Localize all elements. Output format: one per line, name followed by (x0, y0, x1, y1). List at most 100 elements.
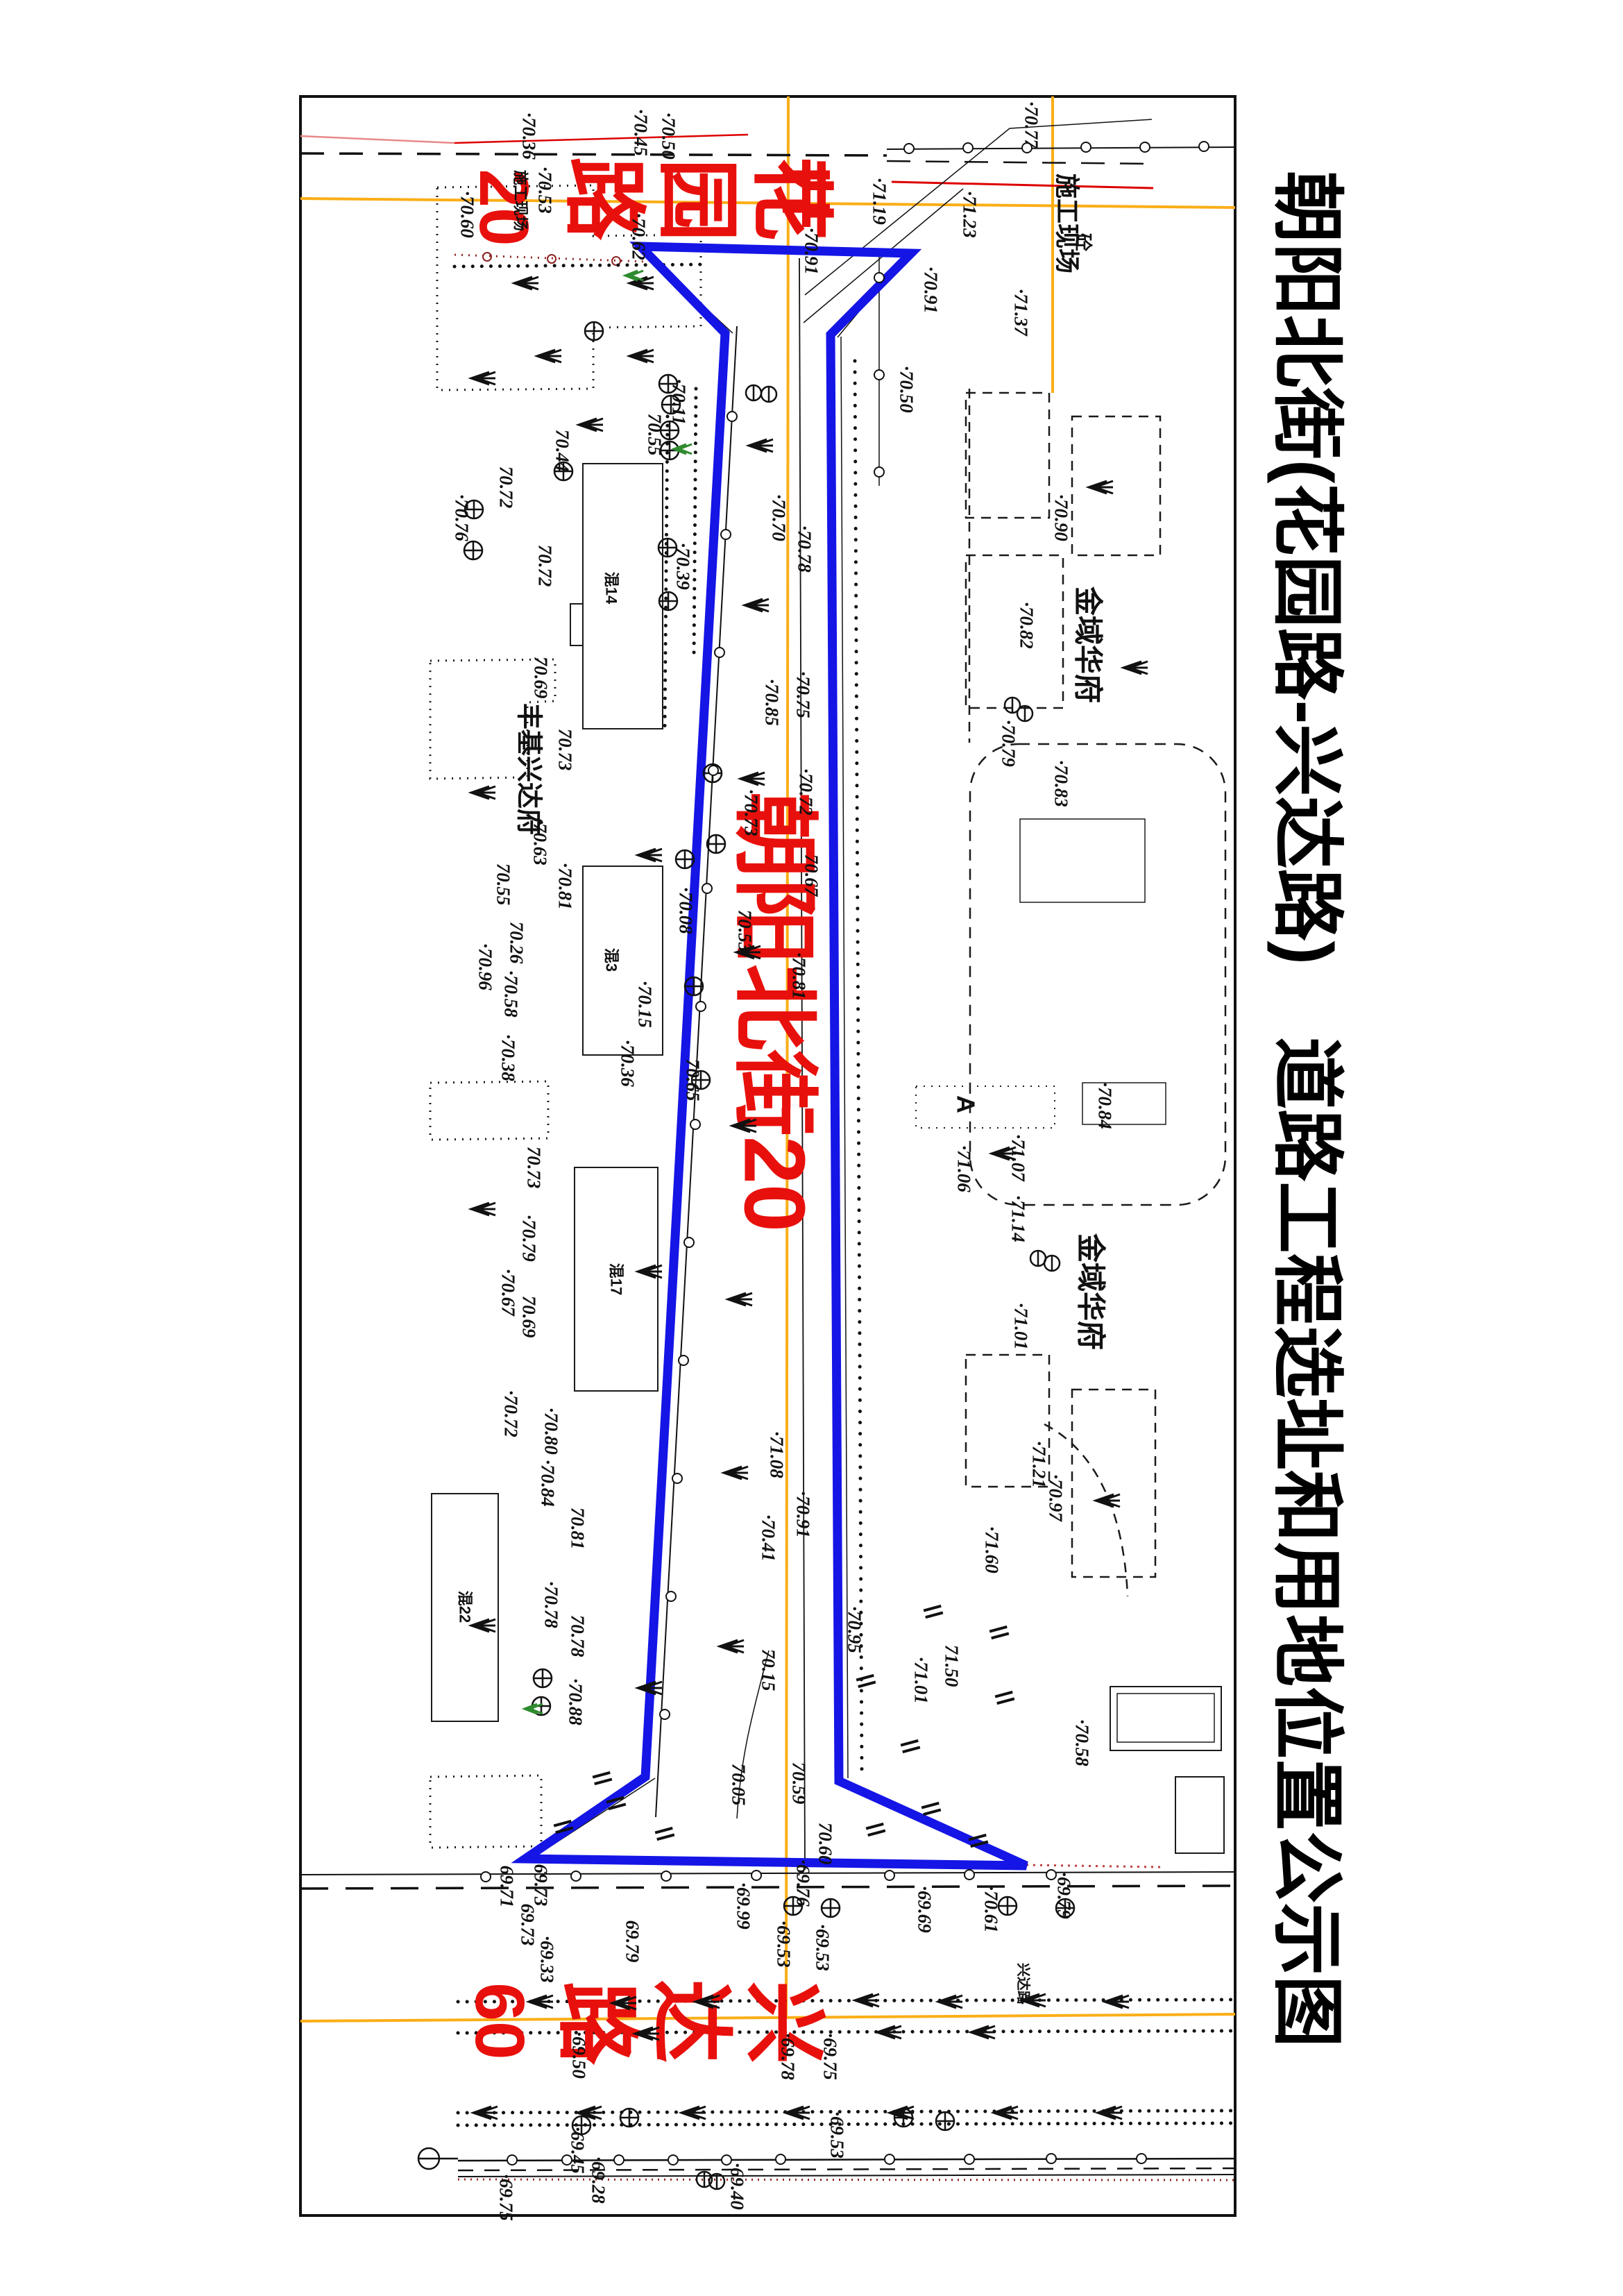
elevation-label: ·70.50 (658, 112, 679, 160)
manhole-icon (690, 1070, 711, 1090)
elevation-label: ·69.53 (827, 2111, 848, 2159)
tree-icon (513, 276, 540, 291)
elevation-label: ·70.70 (769, 494, 790, 541)
manhole-icon (658, 591, 679, 611)
elevation-label: ·70.41 (758, 1514, 779, 1562)
tree-icon (743, 598, 770, 613)
elevation-label: ·70.95 (844, 1606, 865, 1653)
street-lamp-icon (702, 883, 713, 894)
elevation-label: ·70.90 (1051, 494, 1072, 541)
tree-icon (1087, 480, 1114, 495)
elevation-label: ·70.36 (519, 112, 540, 160)
elevation-label: ·71.14 (1008, 1195, 1029, 1242)
elevation-label: ·70.53 (535, 167, 556, 214)
elevation-label: ·70.38 (498, 1034, 519, 1081)
street-lamp-icon (672, 1473, 683, 1484)
manhole-icon (706, 834, 726, 854)
elevation-label: ·70.85 (762, 679, 783, 726)
tree-icon (577, 417, 604, 432)
street-lamp-icon (775, 2154, 786, 2165)
street-lamp-icon (962, 142, 974, 153)
elevation-label: ·70.75 (793, 671, 814, 718)
street-lamp-icon (708, 765, 719, 776)
elevation-label: ·70.67 (498, 1269, 519, 1317)
slope-tick-icon (920, 1801, 942, 1816)
elevation-label: 70.26 (507, 922, 527, 964)
street-lamp-icon (690, 1119, 701, 1130)
elevation-label: 70.78 (568, 1615, 588, 1657)
tree-icon (470, 1201, 497, 1217)
manhole-icon (997, 1896, 1018, 1916)
tree-icon (853, 1993, 881, 2008)
street-lamp-icon (964, 1869, 975, 1880)
street-lamp-icon (721, 2154, 732, 2166)
elevation-label: ·70.61 (981, 1886, 1002, 1933)
manhole-icon (674, 849, 695, 870)
tree-icon (1094, 1493, 1121, 1508)
elevation-label: ·69.53 (813, 1924, 833, 1971)
street-lamp-icon (903, 143, 915, 154)
elevation-label: ·71.23 (960, 191, 980, 238)
street-lamp-icon (613, 2154, 624, 2166)
elevation-label: ·69.99 (733, 1882, 754, 1930)
area-name-label: 丰基兴达府 (514, 703, 544, 835)
elevation-label: ·71.60 (982, 1526, 1003, 1573)
building-number-label: 混17 (607, 1263, 624, 1295)
tree-rows (452, 262, 1237, 2127)
tree-icon (876, 2025, 903, 2040)
area-name-label: A (951, 1095, 980, 1113)
street-lamp-icon (1046, 2153, 1057, 2164)
elevation-label: 70.81 (568, 1508, 588, 1550)
elevation-label: ·70.50 (897, 366, 917, 413)
elevation-label: 70.73 (524, 1147, 545, 1189)
axis-crossing-mark (783, 160, 830, 227)
elevation-labels: ·70.36·70.45·70.50·70.53·70.60·70.62·70.… (452, 101, 1116, 2221)
elevation-label: ·69.75 (820, 2033, 841, 2080)
elevation-label: ·70.84 (1095, 1082, 1116, 1129)
road-axis-lines (300, 96, 1236, 2023)
utility-pole-icon (760, 385, 778, 403)
street-lamp-icon (695, 1001, 706, 1012)
elevation-label: ·70.88 (566, 1678, 586, 1725)
building-number-label: 混3 (602, 948, 620, 972)
elevation-label: 69.79 (622, 1921, 643, 1963)
elevation-label: ·70.97 (1046, 1474, 1067, 1522)
street-lamp-icon (874, 272, 885, 283)
street-lamp-icon (720, 529, 731, 540)
elevation-label: ·70.60 (457, 191, 478, 238)
tree-icon (636, 1264, 663, 1279)
elevation-label: 70.72 (535, 545, 556, 587)
slope-tick-icon (591, 1771, 613, 1786)
street-lamp-icon (714, 647, 725, 658)
area-name-label: 施工现场 (511, 170, 529, 231)
huayuan-road-lines (300, 146, 1236, 165)
elevation-label: 70.55 (493, 863, 514, 906)
tree-icon (1096, 2105, 1123, 2120)
green-plant-icon (523, 1703, 544, 1715)
slope-tick-icon (865, 1822, 887, 1837)
slope-tick-icon (855, 1673, 877, 1689)
elevation-label: ·70.15 (635, 981, 656, 1028)
elevation-label: ·71.01 (911, 1657, 932, 1704)
street-name-label: 20 (465, 169, 543, 246)
tree-icon (470, 785, 497, 800)
manhole-icon (658, 373, 679, 394)
street-name-label: 花 (745, 158, 838, 241)
tree-icon (969, 2025, 996, 2040)
elevation-label: ·70.78 (794, 525, 815, 573)
elevation-label: ·70.91 (793, 1491, 814, 1538)
street-lamp-icon (1046, 1869, 1057, 1880)
elevation-label: ·70.77 (1021, 101, 1042, 149)
street-lamp-icon (1139, 142, 1150, 153)
tree-icon (739, 771, 766, 786)
street-name-label: 路 (550, 1982, 643, 2066)
elevation-label: ·69.69 (915, 1886, 935, 1933)
manhole-icon (571, 2115, 592, 2136)
manhole-icon (659, 420, 680, 441)
elevation-label: ·70.36 (618, 1040, 638, 1087)
elevation-label: ·70.84 (538, 1460, 559, 1507)
manhole-icon (464, 499, 484, 520)
utility-pole-icon (1016, 704, 1034, 723)
